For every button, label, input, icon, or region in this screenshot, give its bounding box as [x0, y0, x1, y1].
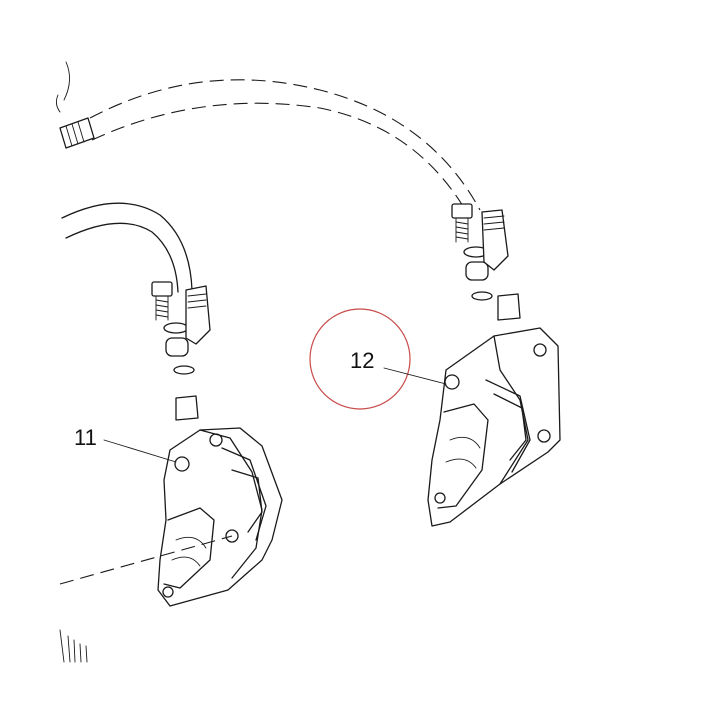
highlight-circle — [309, 308, 411, 410]
left-edge-fragments — [55, 61, 88, 663]
banjo-bolt-left — [151, 281, 211, 375]
callout-label-11: 11 — [74, 425, 97, 450]
hose-fitting-left-icon — [59, 117, 95, 149]
brake-hose-upper — [59, 79, 481, 219]
callout-12: 12 — [309, 308, 447, 410]
banjo-bolt-right — [451, 203, 509, 301]
callout-label-12: 12 — [350, 348, 374, 373]
brake-hose-lower — [61, 202, 193, 293]
callout-11: 11 — [74, 425, 177, 463]
brake-caliper-left — [157, 395, 283, 607]
axis-leader-line — [59, 535, 233, 585]
brake-caliper-right — [427, 293, 561, 527]
